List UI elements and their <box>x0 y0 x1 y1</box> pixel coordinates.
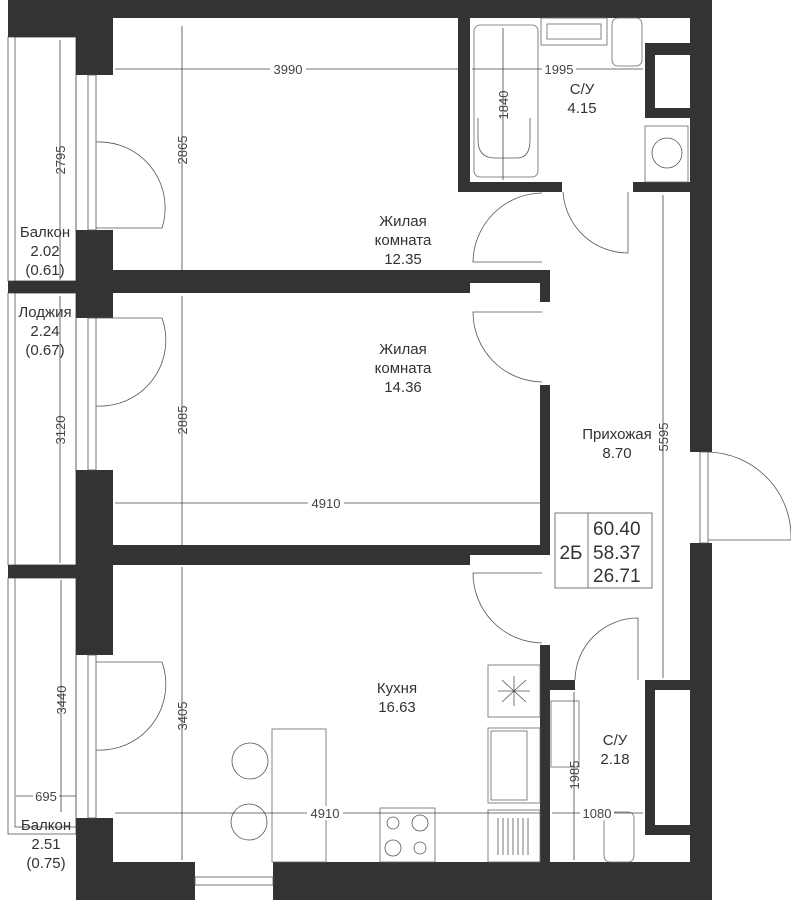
living2-area: 14.36 <box>384 379 422 396</box>
bath1-area: 4.15 <box>567 100 596 117</box>
balcony1-area: 2.02 <box>30 243 59 260</box>
dim-2795: 2795 <box>53 146 68 175</box>
total-area-reduced: 58.37 <box>593 543 641 564</box>
living1-name: Жилая <box>379 213 426 230</box>
total-area: 60.40 <box>593 519 641 540</box>
dimension-lines <box>16 26 664 860</box>
living2-name: Жилая <box>379 341 426 358</box>
bath2-area: 2.18 <box>600 751 629 768</box>
balcony1-reduced: (0.61) <box>25 262 64 279</box>
balcony2-reduced: (0.75) <box>26 855 65 872</box>
balcony1-name: Балкон <box>20 224 70 241</box>
living1-name2: комната <box>375 232 432 249</box>
dim-1985: 1985 <box>567 761 582 790</box>
balcony2-area: 2.51 <box>31 836 60 853</box>
dimension-labels: 3990 1995 1840 2795 2865 3120 2885 4910 … <box>33 62 671 821</box>
doors <box>95 141 791 751</box>
bath1-name: С/У <box>570 81 595 98</box>
windows <box>87 74 709 886</box>
kitchen-name: Кухня <box>377 680 417 697</box>
dim-1995: 1995 <box>545 62 574 77</box>
room-labels: Жилая комната 12.35 Жилая комната 14.36 … <box>18 81 651 872</box>
walls <box>8 0 712 900</box>
loggia-name: Лоджия <box>18 304 71 321</box>
dim-3405: 3405 <box>175 702 190 731</box>
dim-3120: 3120 <box>53 416 68 445</box>
dim-3440: 3440 <box>54 686 69 715</box>
dim-2885: 2885 <box>175 406 190 435</box>
summary-box: 2Б 60.40 58.37 26.71 <box>554 512 653 589</box>
dim-4910-room: 4910 <box>312 496 341 511</box>
hall-area: 8.70 <box>602 445 631 462</box>
balcony2-name: Балкон <box>21 817 71 834</box>
bath2-name: С/У <box>603 732 628 749</box>
dim-2865: 2865 <box>175 136 190 165</box>
dim-1080: 1080 <box>583 806 612 821</box>
dim-3990: 3990 <box>274 62 303 77</box>
dim-1840: 1840 <box>496 91 511 120</box>
dim-695: 695 <box>35 789 57 804</box>
living2-name2: комната <box>375 360 432 377</box>
loggia-area: 2.24 <box>30 323 59 340</box>
apartment-type: 2Б <box>559 543 582 564</box>
living1-area: 12.35 <box>384 251 422 268</box>
living-area: 26.71 <box>593 566 641 587</box>
loggia-reduced: (0.67) <box>25 342 64 359</box>
dim-4910-kitchen: 4910 <box>311 806 340 821</box>
hall-name: Прихожая <box>582 426 652 443</box>
dim-5595: 5595 <box>656 423 671 452</box>
kitchen-area: 16.63 <box>378 699 416 716</box>
